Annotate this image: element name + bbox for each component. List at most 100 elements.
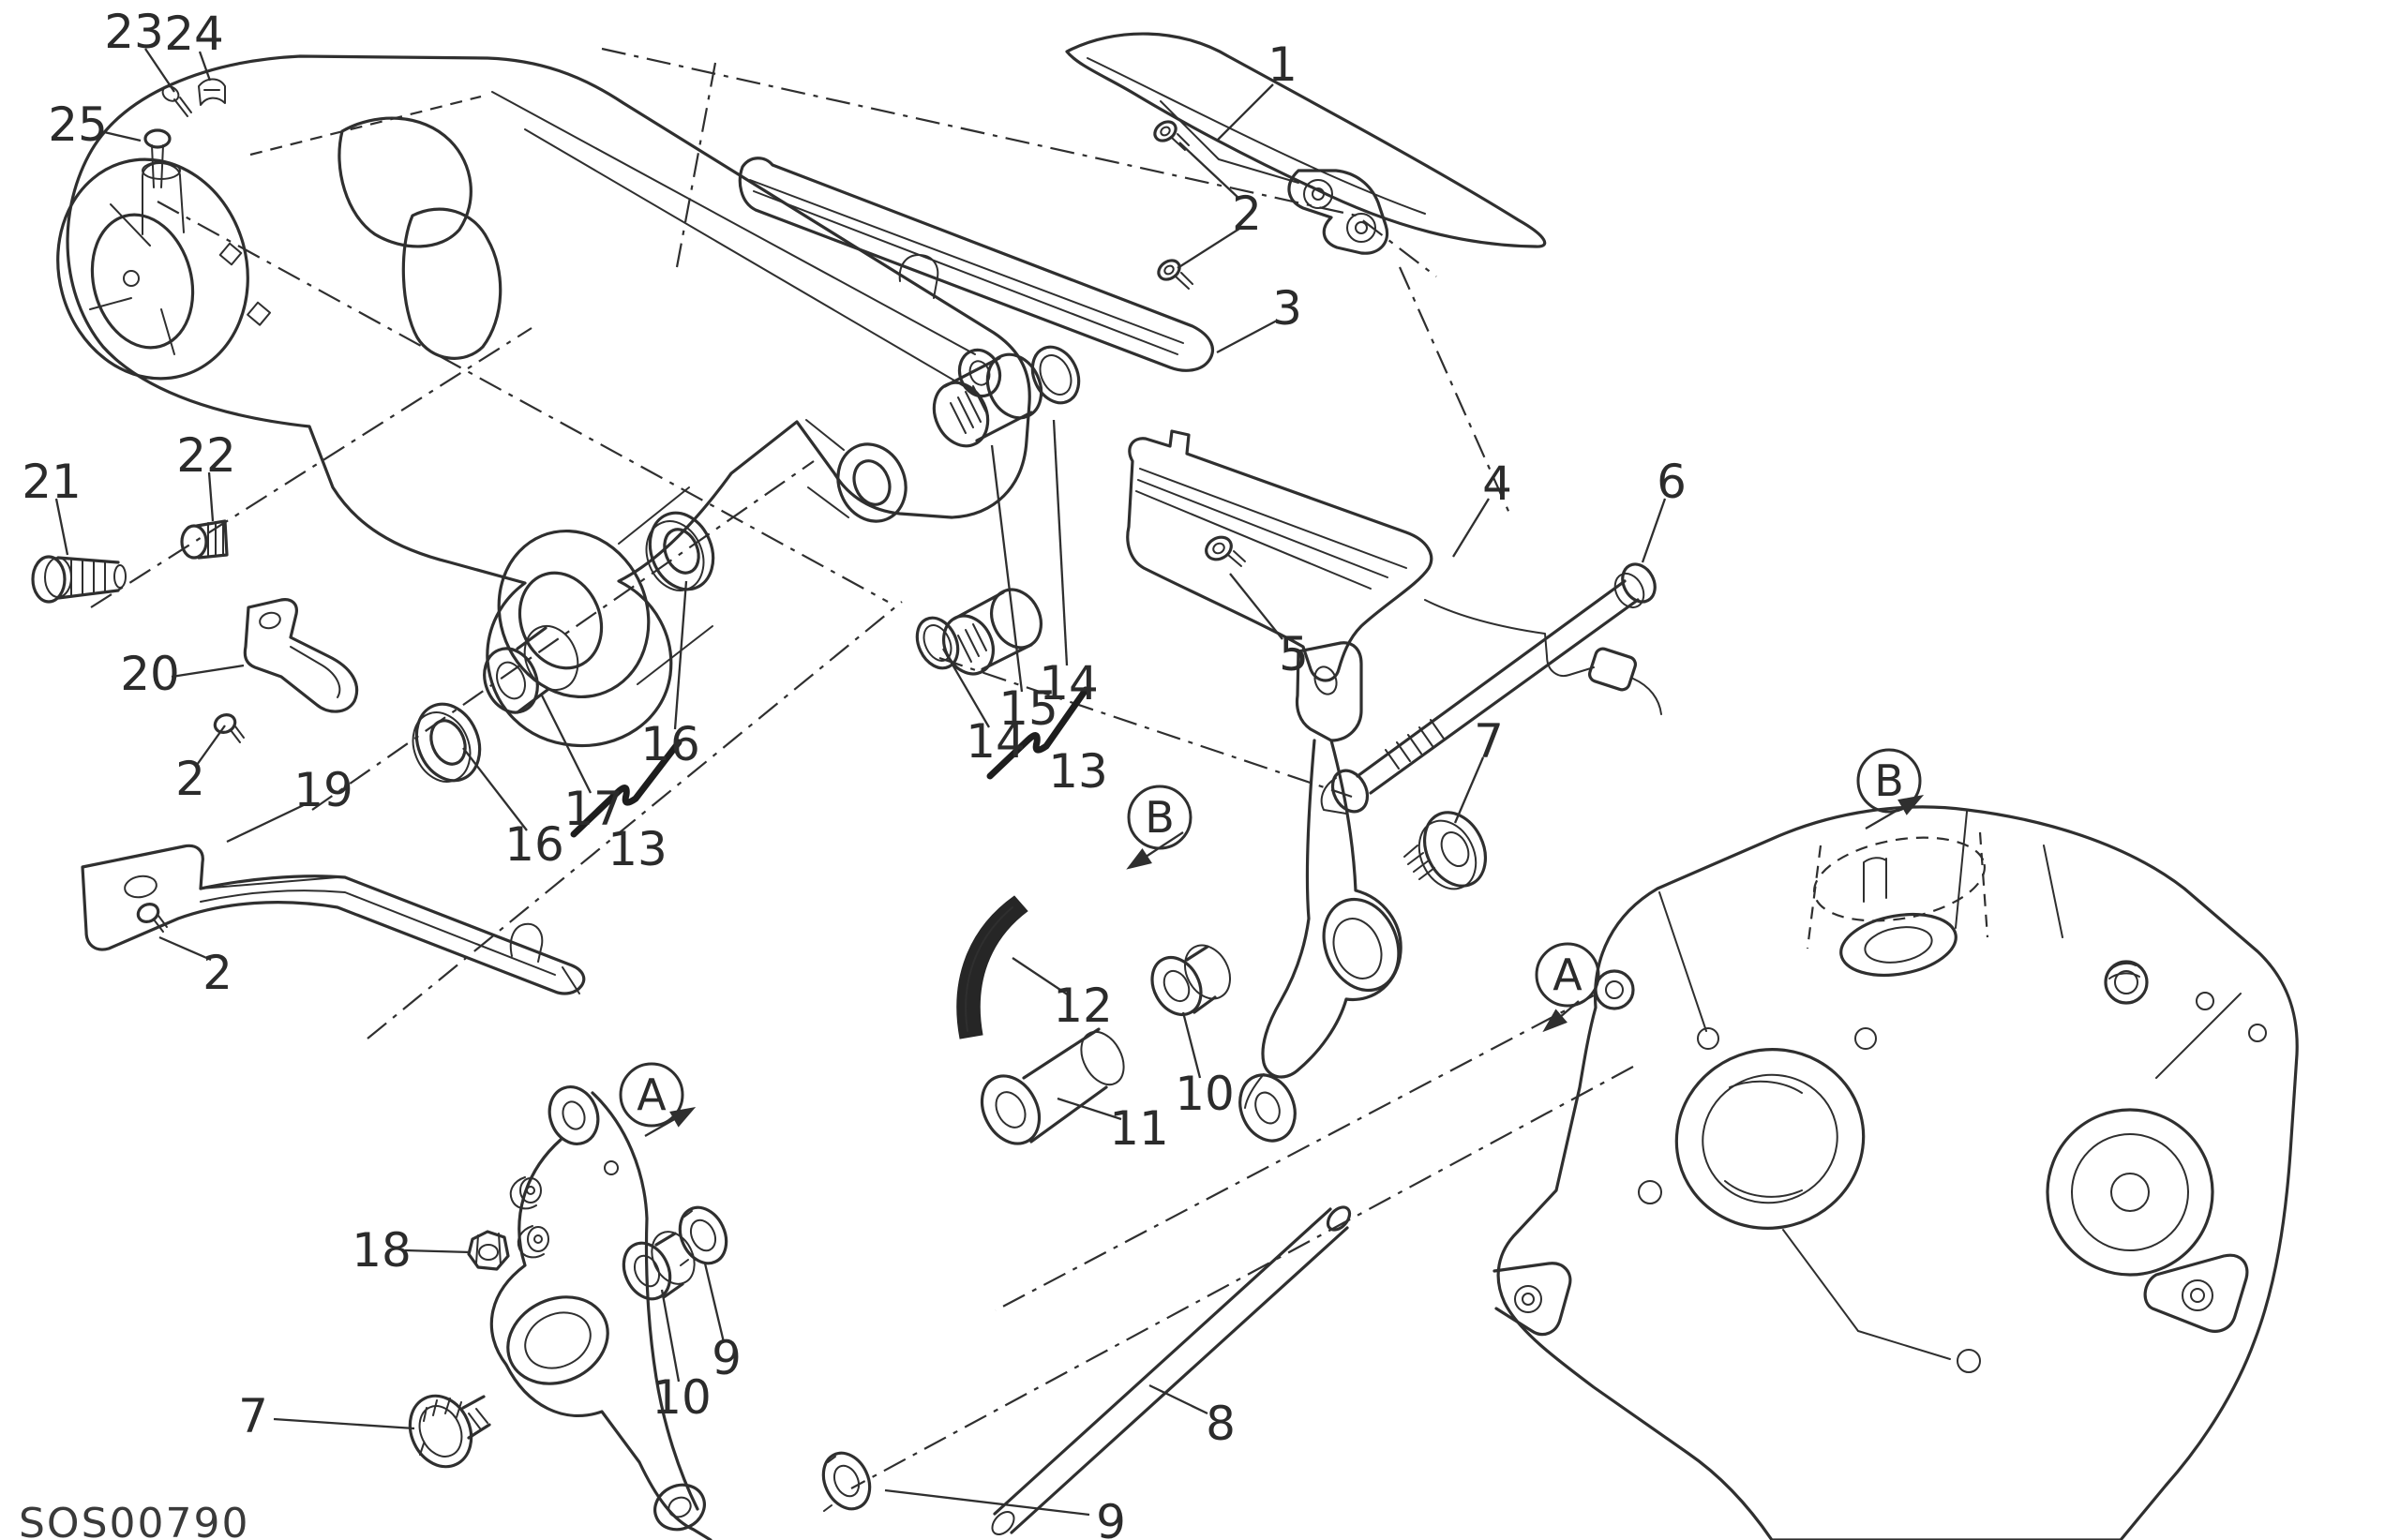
clip-24 — [198, 78, 226, 106]
seal-9-top — [678, 1205, 728, 1266]
view-letter: B — [1874, 755, 1904, 806]
callout-1: 1 — [1216, 37, 1298, 142]
arrowhead-icon — [1542, 1009, 1568, 1033]
rocker-left — [489, 1085, 712, 1540]
callout-label: 23 — [104, 5, 164, 59]
construction-lines — [90, 47, 1634, 1489]
callout-4: 4 — [1452, 456, 1512, 558]
pin-25 — [143, 128, 172, 188]
screw-2-upper — [1153, 120, 1190, 151]
callout-label: 16 — [504, 817, 564, 872]
callout-8: 8 — [1148, 1383, 1236, 1451]
callout-label: 11 — [1109, 1101, 1169, 1156]
callout-20: 20 — [120, 647, 245, 701]
seal-14-lower — [915, 616, 960, 670]
callout-label: 14 — [966, 714, 1026, 769]
bolt-21 — [31, 555, 127, 604]
callout-label: 12 — [1053, 979, 1113, 1033]
callout-label: 8 — [1206, 1397, 1236, 1451]
swingarm — [56, 54, 1031, 748]
callout-18: 18 — [352, 1223, 472, 1278]
callout-label: 13 — [608, 822, 668, 876]
callout-16: 16 — [640, 580, 700, 771]
cable-guide-20 — [243, 598, 359, 713]
bushing-10-left — [622, 1231, 696, 1301]
callout-label: 19 — [293, 763, 353, 817]
callout-13: 13 — [608, 822, 668, 876]
callout-label: 18 — [352, 1223, 412, 1278]
screw-23 — [161, 85, 192, 117]
callout-label: 16 — [640, 717, 700, 771]
bearing-16-right — [645, 511, 715, 591]
callout-5: 5 — [1229, 573, 1309, 681]
spacer-17 — [483, 625, 579, 714]
callout-label: 9 — [1096, 1495, 1126, 1540]
view-marker-B: B — [1856, 748, 1925, 830]
callout-label: 4 — [1482, 456, 1512, 511]
screw-2-lower — [1157, 259, 1193, 290]
bushing-10-right — [1150, 944, 1231, 1017]
stud-7-left — [408, 1394, 491, 1469]
callout-11: 11 — [1057, 1097, 1169, 1156]
callout-7: 7 — [238, 1389, 415, 1443]
sleeve-11 — [980, 1027, 1125, 1145]
nut-18 — [467, 1230, 510, 1271]
bracket-13-right — [986, 686, 1089, 780]
callout-2: 2 — [1177, 142, 1262, 269]
callout-label: 2 — [202, 946, 232, 1000]
callout-14: 14 — [942, 648, 1026, 769]
callout-label: 14 — [1039, 656, 1099, 710]
callout-2: 2 — [175, 725, 226, 806]
rocker-right — [1238, 641, 1402, 1143]
stud-7-right — [1403, 811, 1488, 890]
seal-9-bottom — [821, 1451, 872, 1512]
callout-10: 10 — [1175, 1011, 1235, 1121]
callout-label: 21 — [22, 455, 82, 509]
needle-bushing-15-upper — [932, 352, 1043, 448]
callout-label: 2 — [175, 752, 205, 806]
callout-13: 13 — [1048, 744, 1108, 799]
diagram-code: SOS00790 — [19, 1500, 249, 1540]
callout-label: 9 — [712, 1331, 742, 1385]
view-marker-B: B — [1126, 785, 1192, 870]
callout-2: 2 — [158, 935, 232, 1000]
callout-6: 6 — [1641, 455, 1687, 563]
callout-9: 9 — [884, 1488, 1126, 1540]
callout-12: 12 — [1012, 957, 1113, 1033]
callout-label: 10 — [1175, 1067, 1235, 1121]
callout-label: 20 — [120, 647, 180, 701]
callout-7: 7 — [1453, 714, 1504, 824]
callout-15: 15 — [990, 444, 1058, 736]
view-letter: B — [1145, 792, 1175, 843]
callout-label: 17 — [563, 782, 623, 836]
callout-label: 15 — [998, 681, 1058, 736]
chain-guide-19 — [81, 844, 586, 995]
adjuster-rod-6 — [1320, 562, 1657, 815]
callout-label: 6 — [1657, 455, 1687, 509]
view-letter: A — [1552, 949, 1582, 1000]
chain-slider-lower — [1126, 429, 1662, 715]
callout-label: 1 — [1268, 37, 1298, 92]
callout-10: 10 — [652, 1289, 712, 1425]
callout-3: 3 — [1216, 281, 1302, 354]
callout-label: 22 — [176, 428, 236, 483]
screw-2-mid — [213, 713, 245, 743]
callout-21: 21 — [22, 455, 82, 556]
callout-9: 9 — [703, 1263, 742, 1385]
bearing-16-left — [412, 702, 482, 783]
chain-guard — [1065, 32, 1547, 255]
callout-14: 14 — [1039, 419, 1099, 710]
arrowhead-icon — [1126, 847, 1152, 870]
callout-label: 25 — [48, 97, 108, 152]
callout-label: 13 — [1048, 744, 1108, 799]
arrowhead-icon — [1898, 794, 1925, 815]
seal-14-upper — [1030, 345, 1081, 405]
guide-pad-12 — [956, 895, 1028, 1039]
callout-label: 24 — [164, 7, 224, 61]
chain-slider-upper — [738, 157, 1214, 372]
callout-label: 5 — [1279, 627, 1309, 681]
callout-17: 17 — [539, 693, 623, 836]
